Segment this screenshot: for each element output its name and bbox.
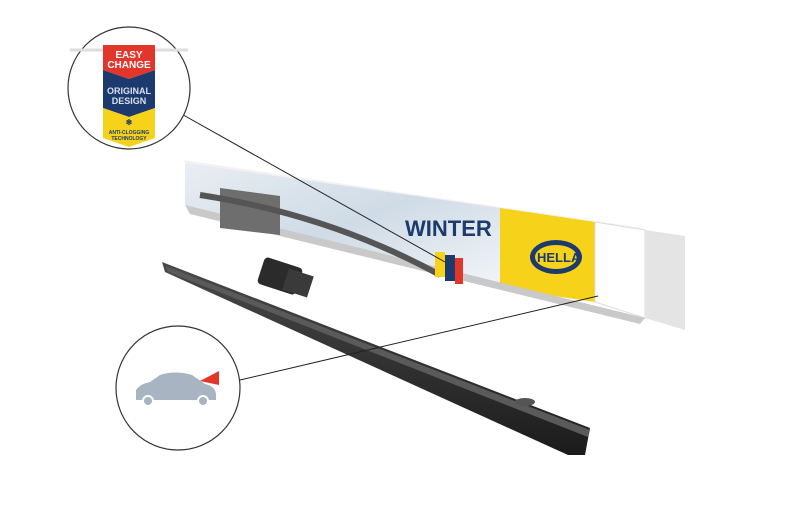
badge-callout: EASY CHANGE ORIGINAL DESIGN ❄ ANTI-CLOGG… [67,26,191,150]
callout-line-car [239,295,599,381]
product-box: WINTER HELLA [183,160,685,330]
badge-easy: EASY [115,50,143,61]
rear-window-marker-icon [200,371,219,385]
snowflake-icon: ❄ [126,118,133,127]
callout-line-badge [177,111,446,263]
badge-anti-clogging: ANTI-CLOGGING [109,130,150,136]
badge-design: DESIGN [112,96,147,106]
badge-technology: TECHNOLOGY [111,136,147,142]
wiper-blade [162,257,590,455]
badge-change: CHANGE [107,60,151,71]
box-title: WINTER [405,216,492,241]
car-icon [136,372,216,400]
badge-original: ORIGINAL [107,86,152,96]
car-callout [115,325,241,451]
box-brand: HELLA [537,250,581,265]
